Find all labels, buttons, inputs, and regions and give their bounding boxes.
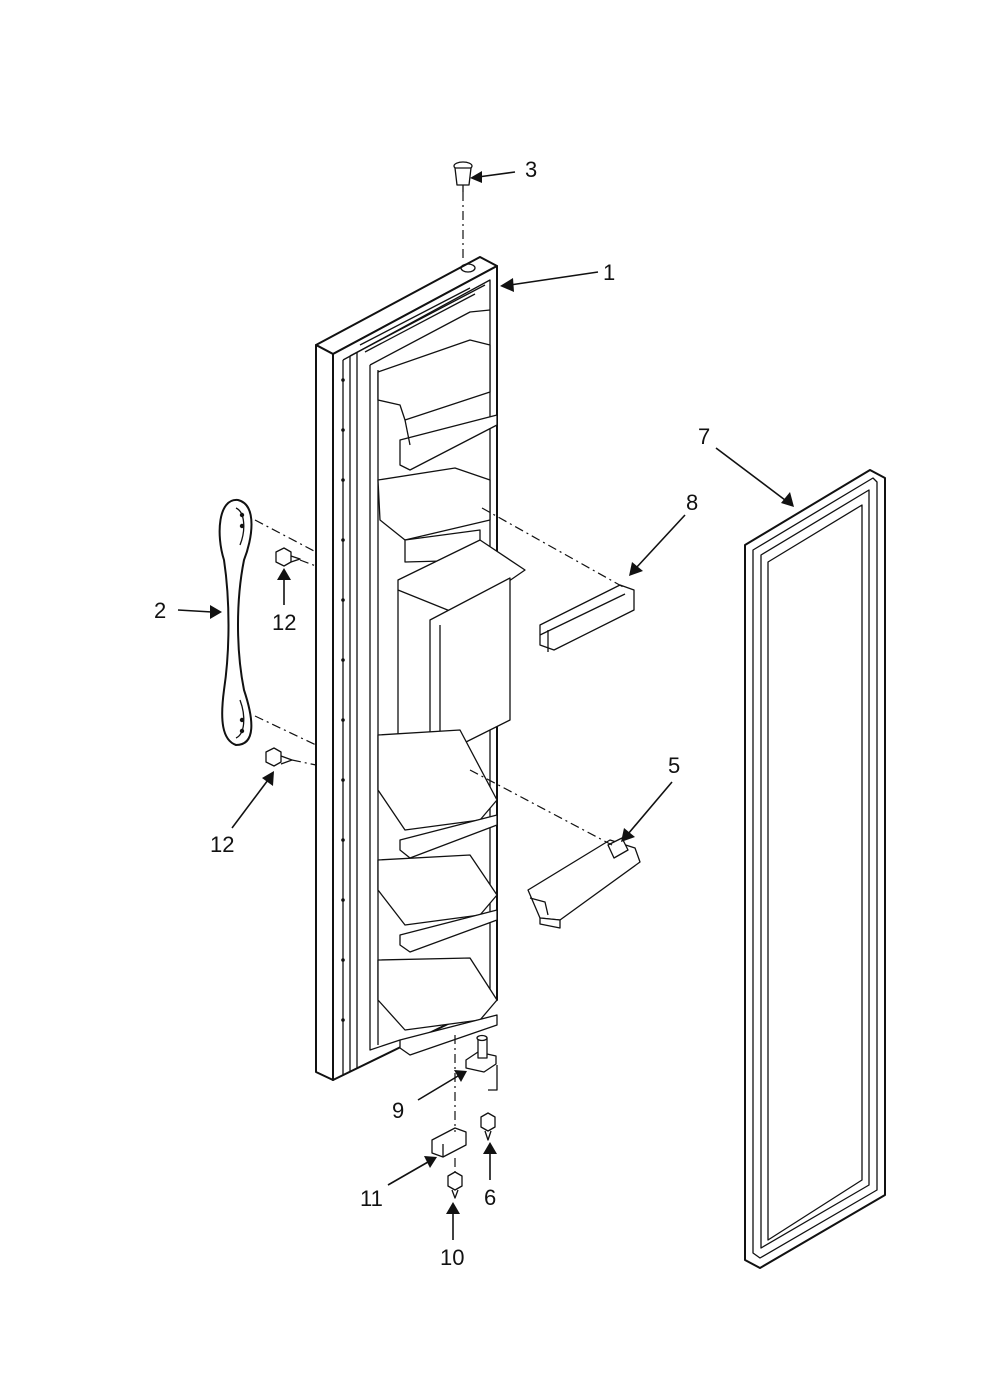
callout-12-lower: 12 <box>210 832 234 857</box>
callout-1: 1 <box>603 260 615 285</box>
dispenser-cavity <box>397 539 526 761</box>
dispenser-trim-part <box>539 584 635 652</box>
door-bin-part <box>527 837 641 929</box>
leader-lines <box>177 171 794 1240</box>
door-shelf-5 <box>377 957 498 1056</box>
callout-11: 11 <box>360 1186 383 1211</box>
callout-12-upper: 12 <box>272 610 296 635</box>
handle-screw-lower <box>265 747 293 767</box>
callout-7: 7 <box>698 424 710 449</box>
callout-5: 5 <box>668 753 680 778</box>
door-shelf-3 <box>377 729 498 859</box>
callout-10: 10 <box>440 1245 464 1270</box>
door-rivets <box>341 378 345 1022</box>
bottom-hinge-pin-part <box>465 1034 497 1073</box>
callout-3: 3 <box>525 157 537 182</box>
hinge-bracket-11 <box>431 1127 467 1158</box>
callout-9: 9 <box>392 1098 404 1123</box>
door-gasket-part <box>744 469 886 1269</box>
door-handle-part <box>218 498 253 746</box>
callout-8: 8 <box>686 490 698 515</box>
callout-2: 2 <box>154 598 166 623</box>
top-hinge-pin-part <box>453 161 473 192</box>
door-shelf-1 <box>377 339 498 471</box>
callout-6: 6 <box>484 1185 496 1210</box>
hinge-screw-6 <box>480 1112 496 1141</box>
handle-screw-upper <box>275 547 301 567</box>
door-shelf-4 <box>377 854 498 953</box>
hinge-screw-10 <box>447 1171 463 1199</box>
refrigerator-door-part <box>315 256 526 1081</box>
